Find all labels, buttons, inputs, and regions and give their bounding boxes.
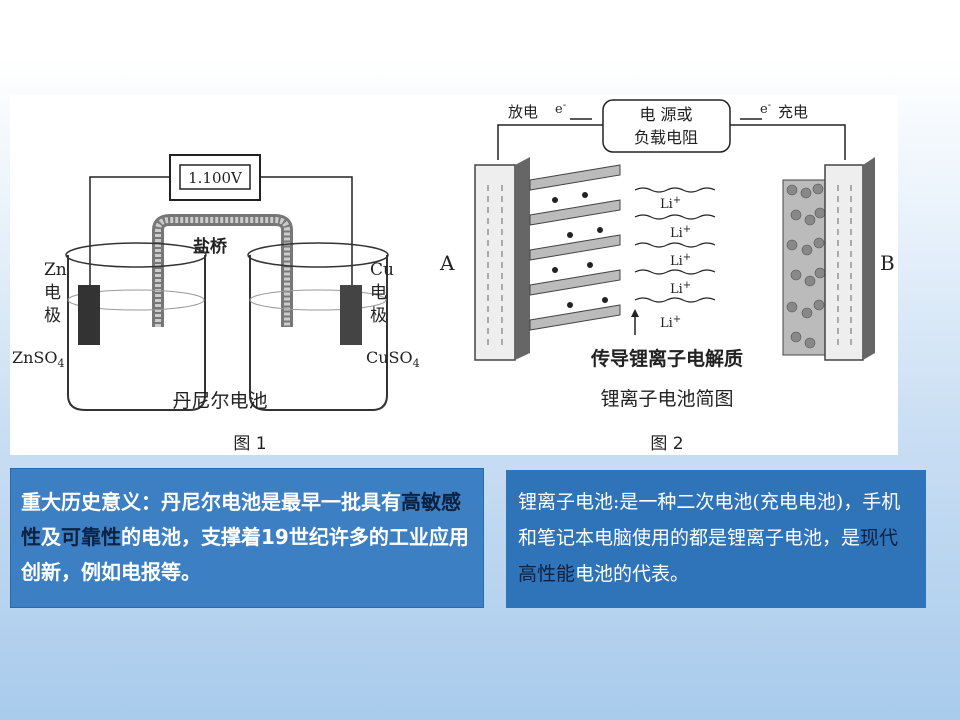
graphite-layers bbox=[529, 164, 621, 331]
electrolyte-label: 传导锂离子电解质 bbox=[590, 347, 743, 370]
lithium-text: 锂离子电池:是一种二次电池(充电电池)，手机和笔记本电脑使用的都是锂离子电池，是 bbox=[518, 491, 901, 549]
daniell-significance-box: 重大历史意义：丹尼尔电池是最早一批具有高敏感性及可靠性的电池，支撑着19世纪许多… bbox=[10, 468, 484, 608]
wire-left bbox=[89, 176, 170, 285]
zn-electrode bbox=[78, 285, 100, 345]
figure-panel: 1.100V 盐桥 Zn 电 极 Cu 电 极 bbox=[10, 95, 898, 455]
charge-label: 充电 bbox=[778, 103, 808, 121]
electrode-b bbox=[824, 164, 864, 361]
daniell-cell-diagram: 1.100V 盐桥 Zn 电 极 Cu 电 极 bbox=[12, 154, 420, 454]
svg-text:e-: e- bbox=[760, 100, 771, 117]
svg-text:Li+: Li+ bbox=[670, 280, 691, 297]
svg-text:电: 电 bbox=[44, 283, 61, 303]
znso4-label: ZnSO4 bbox=[12, 348, 65, 370]
label-b: B bbox=[880, 251, 895, 275]
label-a: A bbox=[439, 251, 455, 275]
beaker-left bbox=[67, 255, 206, 411]
highlight-sensitivity: 高敏感性 bbox=[21, 490, 461, 549]
voltmeter-display bbox=[179, 164, 251, 190]
electrode-a bbox=[474, 164, 516, 361]
highlight-modern-performance: 现代高性能 bbox=[518, 527, 899, 585]
svg-text:Li+: Li+ bbox=[670, 252, 691, 269]
lithium-caption: 锂离子电池简图 bbox=[600, 388, 733, 410]
svg-text:负载电阻: 负载电阻 bbox=[634, 128, 698, 147]
svg-text:Li+: Li+ bbox=[670, 224, 691, 241]
zn-label: Zn bbox=[44, 260, 67, 280]
cathode-material bbox=[782, 179, 826, 356]
cuso4-label: CuSO4 bbox=[366, 348, 420, 370]
battery-diagrams: 1.100V 盐桥 Zn 电 极 Cu 电 极 bbox=[12, 99, 895, 454]
salt-bridge-label: 盐桥 bbox=[193, 236, 228, 257]
wire-right bbox=[260, 176, 353, 285]
beaker-right bbox=[249, 255, 388, 411]
discharge-label: 放电 bbox=[508, 103, 538, 121]
cu-label: Cu bbox=[370, 260, 394, 280]
highlight-reliability: 可靠性 bbox=[61, 525, 121, 549]
svg-text:电 源或: 电 源或 bbox=[639, 105, 692, 124]
power-source-box bbox=[602, 99, 731, 153]
svg-text:Li+: Li+ bbox=[660, 195, 681, 212]
significance-text: 重大历史意义：丹尼尔电池是最早一批具有 bbox=[21, 490, 401, 514]
lithium-ion-diagram: 电 源或 负载电阻 放电 e- e- 充电 bbox=[439, 99, 895, 454]
svg-text:e-: e- bbox=[555, 100, 566, 117]
svg-text:极: 极 bbox=[44, 306, 61, 326]
figure2-number: 图 2 bbox=[650, 434, 683, 454]
svg-text:电: 电 bbox=[370, 283, 387, 303]
voltmeter-reading: 1.100V bbox=[188, 169, 243, 187]
figure1-number: 图 1 bbox=[233, 434, 266, 454]
cu-electrode bbox=[340, 285, 362, 345]
li-ion-arrows bbox=[634, 187, 716, 303]
lithium-description-box: 锂离子电池:是一种二次电池(充电电池)，手机和笔记本电脑使用的都是锂离子电池，是… bbox=[506, 470, 926, 608]
daniell-caption: 丹尼尔电池 bbox=[172, 390, 267, 412]
svg-text:极: 极 bbox=[370, 306, 387, 326]
svg-text:Li+: Li+ bbox=[660, 314, 681, 331]
